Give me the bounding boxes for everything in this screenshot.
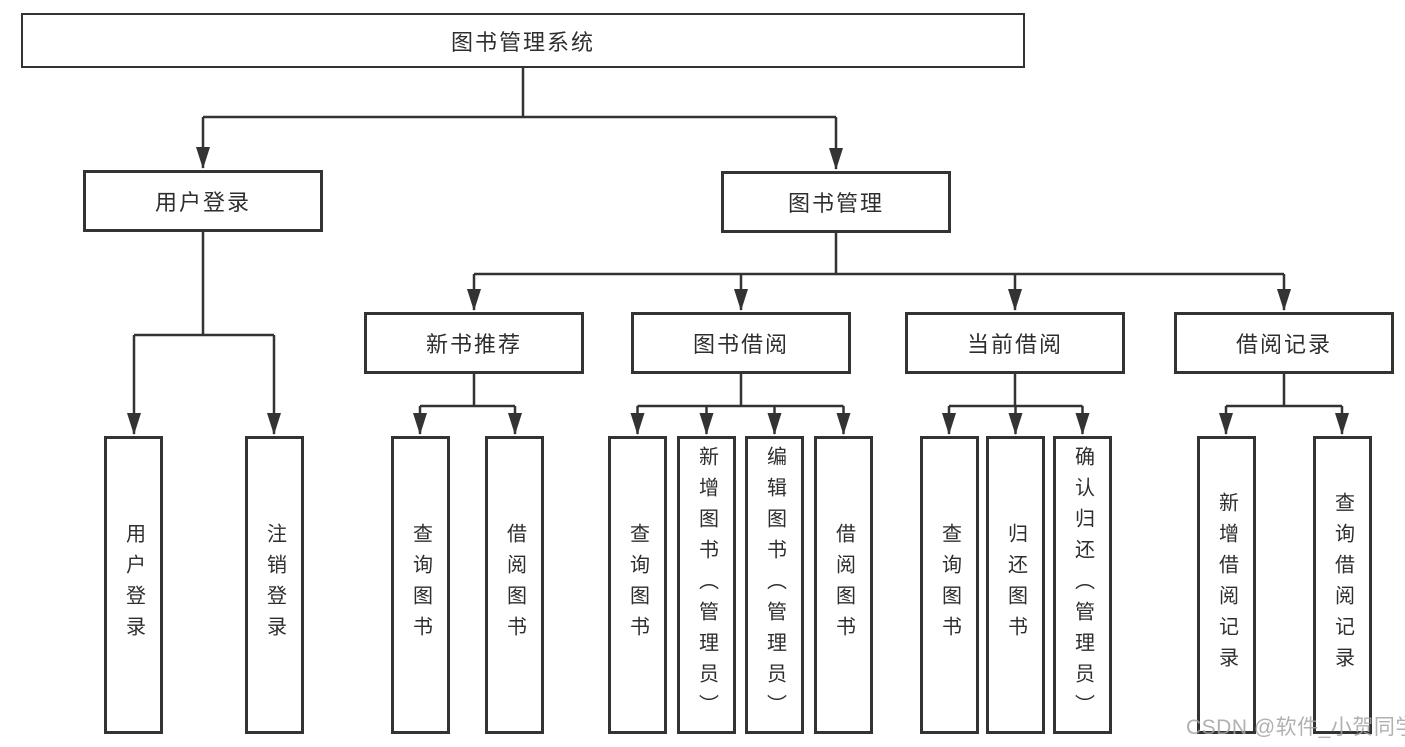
leaf-query-borrow-record: 查询借阅记录 — [1313, 436, 1372, 734]
leaf-recommend-borrow-books-label: 借阅图书 — [503, 523, 526, 647]
node-new-book-recommend-label: 新书推荐 — [425, 332, 522, 357]
leaf-borrow-query-books-label: 查询图书 — [626, 523, 649, 647]
node-user-login-label: 用户登录 — [154, 190, 251, 215]
leaf-recommend-query-books-label: 查询图书 — [409, 523, 432, 647]
leaf-return-books-label: 归还图书 — [1004, 523, 1027, 647]
node-book-borrow-label: 图书借阅 — [692, 332, 789, 357]
leaf-user-login-label: 用户登录 — [122, 523, 145, 647]
leaf-current-query-books-label: 查询图书 — [938, 523, 961, 647]
connector-book-borrow-to-leaves — [630, 374, 851, 435]
connector-new-book-recommend-to-leaves — [413, 374, 522, 435]
connector-current-borrow-to-leaves — [942, 374, 1090, 435]
leaf-edit-books-admin: 编辑图书（管理员） — [745, 436, 804, 734]
leaf-query-borrow-record-label: 查询借阅记录 — [1331, 492, 1354, 678]
node-current-borrow-label: 当前借阅 — [966, 332, 1063, 357]
leaf-return-books: 归还图书 — [986, 436, 1045, 734]
leaf-borrow-books: 借阅图书 — [814, 436, 873, 734]
connector-borrow-records-to-leaves — [1219, 374, 1349, 435]
node-root-system: 图书管理系统 — [21, 13, 1025, 68]
leaf-logout-label: 注销登录 — [263, 523, 286, 647]
node-new-book-recommend: 新书推荐 — [364, 312, 584, 374]
leaf-add-books-admin: 新增图书（管理员） — [677, 436, 736, 734]
node-book-management-label: 图书管理 — [787, 191, 884, 216]
leaf-recommend-borrow-books: 借阅图书 — [485, 436, 544, 734]
leaf-recommend-query-books: 查询图书 — [391, 436, 450, 734]
connector-book-mgmt-to-level3 — [467, 233, 1291, 311]
node-book-management: 图书管理 — [721, 171, 951, 233]
leaf-logout: 注销登录 — [245, 436, 304, 734]
connector-root-to-level2 — [196, 68, 843, 170]
leaf-confirm-return-admin-label: 确认归还（管理员） — [1071, 445, 1094, 725]
leaf-borrow-query-books: 查询图书 — [608, 436, 667, 734]
node-borrow-records: 借阅记录 — [1174, 312, 1394, 374]
leaf-add-books-admin-label: 新增图书（管理员） — [695, 445, 718, 725]
connector-user-login-to-leaves — [127, 232, 281, 435]
node-borrow-records-label: 借阅记录 — [1235, 332, 1332, 357]
leaf-current-query-books: 查询图书 — [920, 436, 979, 734]
leaf-confirm-return-admin: 确认归还（管理员） — [1053, 436, 1112, 734]
node-user-login: 用户登录 — [83, 170, 323, 232]
node-book-borrow: 图书借阅 — [631, 312, 851, 374]
node-current-borrow: 当前借阅 — [905, 312, 1125, 374]
leaf-add-borrow-record-label: 新增借阅记录 — [1215, 492, 1238, 678]
leaf-borrow-books-label: 借阅图书 — [832, 523, 855, 647]
watermark-text: CSDN @软件_小贺同学 — [1186, 716, 1405, 739]
node-root-label: 图书管理系统 — [450, 29, 595, 55]
leaf-user-login: 用户登录 — [104, 436, 163, 734]
leaf-add-borrow-record: 新增借阅记录 — [1197, 436, 1256, 734]
leaf-edit-books-admin-label: 编辑图书（管理员） — [763, 445, 786, 725]
